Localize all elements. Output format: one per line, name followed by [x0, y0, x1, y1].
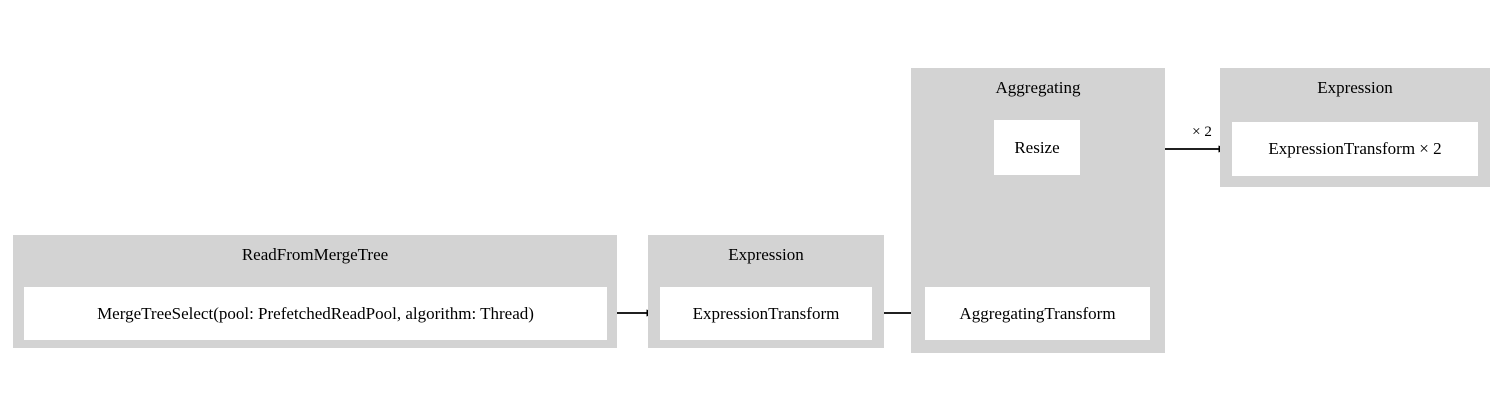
cluster-title-aggregating: Aggregating	[995, 78, 1081, 97]
node-label-resize: Resize	[1014, 137, 1060, 157]
cluster-title-expression-left: Expression	[728, 245, 804, 264]
node-label-merge-tree-select: MergeTreeSelect(pool: PrefetchedReadPool…	[97, 303, 534, 323]
node-label-aggregating-transform: AggregatingTransform	[959, 303, 1116, 323]
cluster-title-read-from-merge-tree: ReadFromMergeTree	[241, 245, 389, 264]
edge-label-resize-to-expression-transform-x2: × 2	[1192, 124, 1212, 140]
node-label-expression-transform: ExpressionTransform	[692, 303, 840, 323]
node-resize[interactable]: Resize	[994, 120, 1080, 175]
node-merge-tree-select[interactable]: MergeTreeSelect(pool: PrefetchedReadPool…	[24, 287, 607, 340]
node-expression-transform-x2[interactable]: ExpressionTransform × 2	[1232, 122, 1478, 176]
node-aggregating-transform[interactable]: AggregatingTransform	[925, 287, 1150, 340]
node-expression-transform[interactable]: ExpressionTransform	[660, 287, 872, 340]
cluster-title-expression-right: Expression	[1317, 78, 1393, 97]
node-label-expression-transform-x2: ExpressionTransform × 2	[1268, 139, 1442, 158]
